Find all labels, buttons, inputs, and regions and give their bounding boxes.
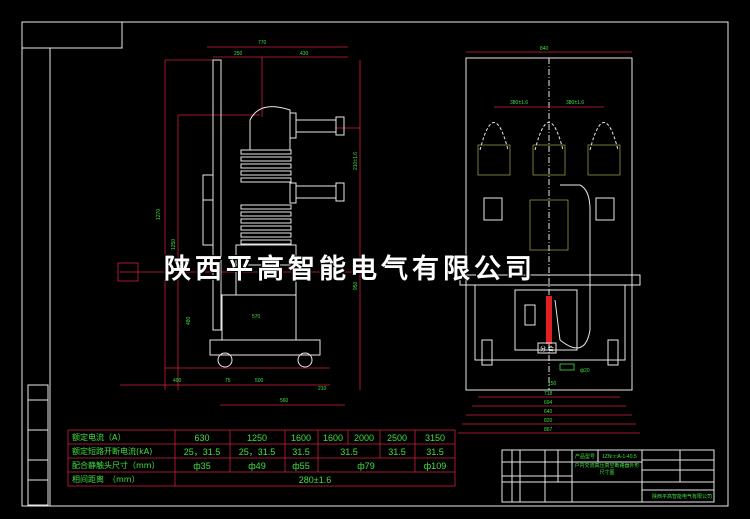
table-cell: ф55 xyxy=(292,461,309,471)
dim-height-total: 1270 xyxy=(156,209,162,220)
dim-height-a: 1250 xyxy=(171,239,177,250)
table-row: 额定短路开断电流(kA) 25，31.5 25，31.5 31.5 31.5 3… xyxy=(72,446,444,457)
dim-w3: 640 xyxy=(544,409,553,415)
row-label: 额定电流（A） xyxy=(72,432,125,442)
table-cell: ф109 xyxy=(424,461,446,471)
dim-height-b: 950 xyxy=(353,281,359,290)
table-cell: 1600 xyxy=(291,433,311,443)
table-cell: 1250 xyxy=(247,433,267,443)
dim-upper-left: 250 xyxy=(234,51,243,57)
dim-phase: 210±1.6 xyxy=(353,152,359,170)
open-close-indicator: 分 合 xyxy=(540,345,554,353)
left-strip xyxy=(27,384,49,506)
outer-frame xyxy=(21,21,729,507)
dim-upper-right: 430 xyxy=(300,51,309,57)
dim-base-width: 570 xyxy=(252,314,261,320)
dim-w1: 718 xyxy=(544,391,553,397)
table-cell: 3150 xyxy=(425,433,445,443)
dim-width-top: 840 xyxy=(540,46,549,52)
front-label: ф20 xyxy=(580,368,590,374)
spec-table: 额定电流（A） 630 1250 1600 1600 2000 2500 315… xyxy=(67,429,456,487)
dim-center: 150 xyxy=(548,381,557,387)
side-view: 770 250 430 1270 1250 950 480 570 490 75… xyxy=(117,40,361,406)
table-cell: 25，31.5 xyxy=(239,447,276,457)
table-cell: 280±1.6 xyxy=(299,475,331,485)
table-cell: ф49 xyxy=(248,461,265,471)
mechanism-panel xyxy=(514,289,578,351)
dim-w5: 867 xyxy=(544,427,553,433)
watermark: 陕西平高智能电气有限公司 xyxy=(164,254,536,285)
dim-phase-spacing-2: 380±1.6 xyxy=(566,100,584,106)
dim-total-width: 770 xyxy=(258,40,267,46)
table-row: 额定电流（A） 630 1250 1600 1600 2000 2500 315… xyxy=(72,432,445,443)
insulator-sheds-upper xyxy=(240,149,292,183)
product-model: 1ZN□□A-1-40.5 xyxy=(602,454,637,460)
dim-b: 500 xyxy=(255,378,264,384)
title-block: 产品型号 1ZN□□A-1-40.5 户内交流高压真空断路器外形尺寸图 陕西平高… xyxy=(501,449,715,503)
row-label: 配合静触头尺寸（mm） xyxy=(72,460,160,470)
pole-assemblies xyxy=(477,122,621,251)
table-row: 配合静触头尺寸（mm） ф35 ф49 ф55 ф79 ф109 xyxy=(72,460,446,471)
indicator-bar xyxy=(546,296,552,344)
table-cell: 630 xyxy=(194,433,209,443)
dim-w4: 820 xyxy=(544,418,553,424)
product-model-label: 产品型号 xyxy=(575,453,595,460)
company-name: 陕西平高智能电气有限公司 xyxy=(652,493,712,500)
corner-box xyxy=(21,21,123,49)
table-cell: 1600 xyxy=(323,433,343,443)
dim-e: 210 xyxy=(318,386,327,392)
dim-lower: 480 xyxy=(186,316,192,325)
table-cell: 31.5 xyxy=(292,447,310,457)
table-cell: 31.5 xyxy=(388,447,406,457)
table-cell: 25，31.5 xyxy=(184,447,221,457)
dim-phase-spacing-1: 380±1.6 xyxy=(510,100,528,106)
table-cell: 2000 xyxy=(354,433,374,443)
insulator-sheds-lower xyxy=(240,204,292,245)
table-row: 相间距离 （mm） 280±1.6 xyxy=(72,474,331,485)
table-cell: ф35 xyxy=(193,461,210,471)
drawing-name: 户内交流高压真空断路器外形尺寸图 xyxy=(574,463,640,476)
table-cell: ф79 xyxy=(357,461,374,471)
row-label: 相间距离 （mm） xyxy=(72,474,140,484)
dim-left-offset: 490 xyxy=(173,378,182,384)
cable-chain xyxy=(554,184,591,349)
front-view: 840 380±1.6 380±1.6 分 合 ф20 718 xyxy=(458,46,641,434)
table-cell: 2500 xyxy=(387,433,407,443)
table-cell: 31.5 xyxy=(426,447,444,457)
row-label: 额定短路开断电流(kA) xyxy=(72,446,152,456)
dim-a: 75 xyxy=(225,378,231,384)
dim-w2: 694 xyxy=(544,400,553,406)
table-cell: 31.5 xyxy=(340,447,358,457)
dim-c: 560 xyxy=(280,398,289,404)
